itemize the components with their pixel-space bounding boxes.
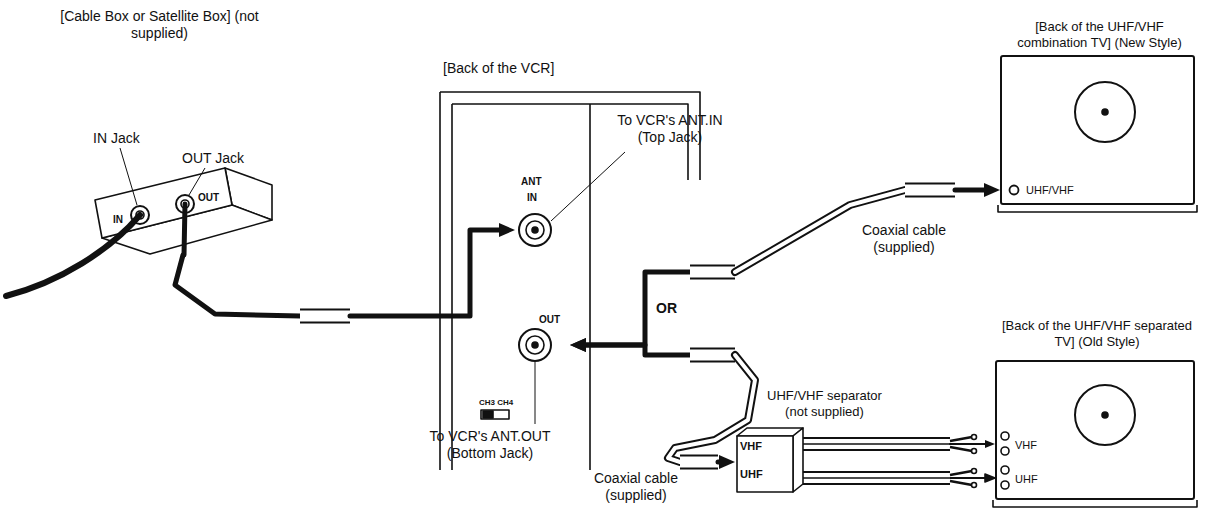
cable-stroke — [350, 230, 504, 316]
jack-label: IN — [113, 214, 123, 226]
tv-new: [Back of the UHF/VHF combination TV] (Ne… — [1000, 55, 1195, 205]
jack-label: IN — [527, 192, 537, 204]
uhf-lead-arrow — [950, 477, 986, 479]
uhf-ribbon-fill — [800, 473, 950, 483]
uhf-vhf-jack — [1010, 186, 1019, 195]
cable-stroke — [680, 455, 718, 470]
tv-stand — [998, 205, 1197, 212]
ant-in-jack-pin — [532, 227, 538, 233]
jack-label: ANT — [521, 176, 542, 188]
cable-stroke — [690, 265, 735, 280]
cable-stroke — [950, 443, 988, 445]
leader-line — [120, 148, 137, 205]
incoming-cable — [6, 215, 140, 296]
jack-callout: IN Jack — [93, 130, 140, 147]
uhf-ribbon-wire — [800, 477, 950, 479]
cable-stroke — [955, 188, 989, 193]
tv-heading: [Back of the UHF/VHF separated TV] (Old … — [997, 318, 1197, 350]
jack-callout: To VCR's ANT.OUT (Bottom Jack) — [420, 428, 560, 462]
arrowhead — [570, 338, 586, 352]
terminal-label: UHF — [740, 468, 763, 481]
cable-stroke — [690, 348, 735, 363]
vhf-terminal — [1001, 447, 1009, 455]
tv-stand — [993, 500, 1197, 507]
leader-line — [551, 152, 625, 221]
arrowhead — [570, 338, 586, 352]
channel-switch — [481, 410, 509, 419]
vhf-terminal — [1001, 432, 1009, 440]
or-label: OR — [656, 300, 677, 317]
jack-callout: OUT Jack — [182, 150, 244, 167]
out-cable-lead — [184, 204, 185, 255]
uhf-terminal — [1001, 481, 1009, 489]
arrowhead — [499, 223, 515, 237]
arrowhead — [984, 183, 1000, 197]
ant-out-jack-pin — [532, 342, 538, 348]
cable-stroke — [905, 183, 955, 198]
uhf-lead-arrowhead — [985, 474, 995, 482]
vcr-housing — [440, 92, 700, 470]
arrowhead — [985, 440, 995, 448]
ant-in-jack — [519, 214, 551, 246]
cable-connector — [800, 440, 995, 448]
vcr-back: [Back of the VCR]ANTINOUT — [515, 60, 570, 470]
uhf-fork-tip — [972, 469, 977, 474]
cable-connector — [175, 223, 515, 316]
channel-switch-knob — [483, 411, 493, 418]
separator-side-face — [793, 428, 803, 492]
cable-stroke — [175, 255, 300, 316]
cable-stroke — [800, 437, 950, 451]
vhf-fork-tip — [972, 449, 977, 454]
cable-stroke — [690, 350, 735, 361]
cable-stroke — [300, 309, 350, 324]
jack-label: OUT — [539, 314, 560, 326]
uhf-terminal — [1001, 466, 1009, 474]
cable-stroke — [800, 443, 950, 445]
box-front-face — [95, 168, 232, 238]
cable-stroke — [690, 267, 735, 278]
terminal-label: VHF — [740, 440, 762, 453]
cable-label: Coaxial cable (supplied) — [848, 222, 960, 256]
uhf-fork-tip — [972, 483, 977, 488]
terminal-label: UHF — [1015, 473, 1038, 486]
vhf-fork-tip — [972, 435, 977, 440]
leader-line — [189, 168, 205, 195]
vhf-fork — [950, 437, 972, 451]
leader-line — [535, 362, 536, 424]
cable-connector — [570, 338, 755, 469]
tv-old: [Back of the UHF/VHF separated TV] (Old … — [995, 360, 1195, 500]
jack-label: UHF/VHF — [1026, 184, 1074, 197]
cable-stroke — [581, 272, 690, 345]
switch-label: CH3 CH4 — [479, 398, 513, 408]
uhf-ribbon — [800, 471, 950, 485]
tv-knob-center — [1102, 109, 1108, 115]
tv-heading: [Back of the UHF/VHF combination TV] (Ne… — [1000, 19, 1200, 51]
box-heading: [Cable Box or Satellite Box] (not suppli… — [57, 8, 262, 42]
ant-out-jack — [519, 329, 551, 361]
arrowhead — [719, 455, 735, 469]
tv-knob-center — [1102, 412, 1108, 418]
separator-front-face — [737, 436, 793, 492]
tv-knob — [1075, 385, 1135, 445]
separator-heading: UHF/VHF separator (not supplied) — [757, 388, 892, 420]
jack-callout: To VCR's ANT.IN (Top Jack) — [605, 112, 735, 146]
separator-top-face — [737, 428, 803, 436]
cable-stroke — [300, 311, 350, 322]
vcr-heading: [Back of the VCR] — [443, 60, 554, 77]
cable-stroke — [905, 185, 955, 196]
cable-stroke — [800, 439, 950, 449]
terminal-label: VHF — [1015, 439, 1037, 452]
ant-in-jack-ring — [526, 221, 544, 239]
cable-connector — [570, 183, 1000, 352]
cable-stroke — [581, 345, 690, 355]
cable-label: Coaxial cable (supplied) — [580, 470, 692, 504]
cable-stroke — [680, 457, 718, 468]
cable-box: [Cable Box or Satellite Box] (not suppli… — [40, 8, 280, 255]
jack-label: OUT — [198, 192, 219, 204]
ant-out-jack-ring — [526, 336, 544, 354]
tv-knob — [1075, 82, 1135, 142]
separator: UHF/VHF separator (not supplied)VHFUHF — [735, 432, 800, 494]
